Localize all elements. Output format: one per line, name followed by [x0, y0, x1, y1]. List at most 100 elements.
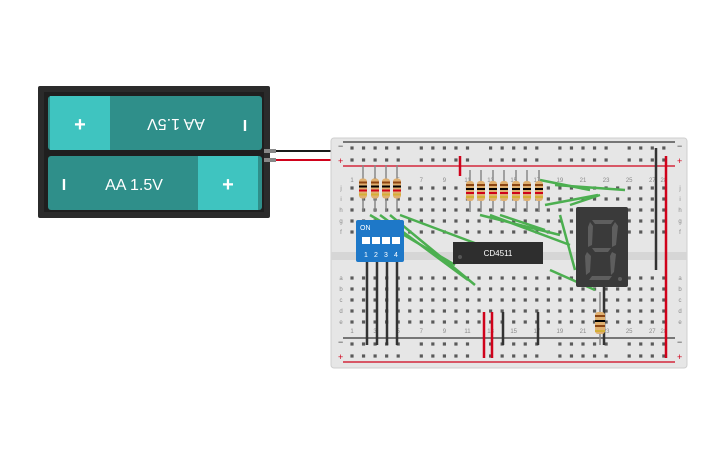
grid-hole[interactable]: [419, 298, 423, 302]
grid-hole[interactable]: [419, 197, 423, 201]
grid-hole[interactable]: [650, 320, 654, 324]
grid-hole[interactable]: [442, 186, 446, 190]
rail-hole[interactable]: [558, 146, 562, 150]
grid-hole[interactable]: [489, 276, 493, 280]
grid-hole[interactable]: [546, 320, 550, 324]
grid-hole[interactable]: [465, 208, 470, 212]
rail-hole[interactable]: [350, 146, 354, 150]
rail-hole[interactable]: [535, 146, 539, 150]
grid-hole[interactable]: [431, 208, 435, 212]
grid-hole[interactable]: [558, 208, 562, 212]
dip-toggle-1[interactable]: [362, 232, 370, 244]
grid-hole[interactable]: [604, 309, 608, 313]
rail-hole[interactable]: [592, 342, 597, 346]
resistor-right-3[interactable]: [489, 170, 497, 212]
grid-hole[interactable]: [650, 208, 654, 212]
green-wire-4[interactable]: [399, 213, 481, 247]
rail-hole[interactable]: [523, 158, 527, 162]
rail-hole[interactable]: [558, 354, 562, 358]
grid-hole[interactable]: [616, 320, 620, 324]
rail-hole[interactable]: [431, 354, 435, 358]
grid-hole[interactable]: [373, 276, 377, 280]
rail-hole[interactable]: [419, 158, 423, 162]
grid-hole[interactable]: [639, 230, 643, 234]
rail-hole[interactable]: [442, 146, 446, 150]
green-wire-7[interactable]: [499, 213, 546, 232]
rail-hole[interactable]: [662, 342, 666, 346]
grid-hole[interactable]: [535, 287, 539, 291]
grid-hole[interactable]: [558, 309, 562, 313]
rail-hole[interactable]: [442, 158, 446, 162]
rail-hole[interactable]: [627, 342, 631, 346]
grid-hole[interactable]: [650, 219, 654, 223]
grid-hole[interactable]: [616, 287, 620, 291]
grid-hole[interactable]: [546, 186, 550, 190]
rail-hole[interactable]: [604, 342, 608, 346]
grid-hole[interactable]: [419, 276, 423, 280]
rail-hole[interactable]: [489, 342, 493, 346]
grid-hole[interactable]: [512, 298, 516, 302]
rail-hole[interactable]: [535, 158, 539, 162]
rail-hole[interactable]: [592, 158, 597, 162]
rail-hole[interactable]: [465, 158, 470, 162]
rail-hole[interactable]: [489, 354, 493, 358]
rail-hole[interactable]: [373, 158, 377, 162]
grid-hole[interactable]: [650, 230, 654, 234]
rail-hole[interactable]: [373, 354, 377, 358]
grid-hole[interactable]: [662, 298, 666, 302]
grid-hole[interactable]: [408, 186, 412, 190]
rail-hole[interactable]: [569, 342, 574, 346]
rail-hole[interactable]: [500, 158, 504, 162]
grid-hole[interactable]: [604, 287, 608, 291]
green-wire-11[interactable]: [558, 214, 577, 271]
grid-hole[interactable]: [523, 309, 527, 313]
grid-hole[interactable]: [419, 208, 423, 212]
grid-hole[interactable]: [373, 309, 377, 313]
grid-hole[interactable]: [442, 287, 446, 291]
grid-hole[interactable]: [569, 230, 574, 234]
grid-hole[interactable]: [627, 208, 631, 212]
grid-hole[interactable]: [477, 309, 481, 313]
grid-hole[interactable]: [489, 230, 493, 234]
green-wire-3[interactable]: [389, 214, 476, 286]
rail-hole[interactable]: [627, 158, 631, 162]
grid-hole[interactable]: [569, 320, 574, 324]
grid-hole[interactable]: [604, 197, 608, 201]
rail-hole[interactable]: [465, 354, 470, 358]
grid-hole[interactable]: [373, 320, 377, 324]
grid-hole[interactable]: [627, 186, 631, 190]
grid-hole[interactable]: [442, 197, 446, 201]
grid-hole[interactable]: [361, 287, 366, 291]
grid-hole[interactable]: [454, 309, 458, 313]
resistor-group-right[interactable]: [466, 170, 543, 212]
grid-hole[interactable]: [535, 219, 539, 223]
grid-hole[interactable]: [489, 309, 493, 313]
dip-toggle-4[interactable]: [392, 232, 400, 244]
grid-hole[interactable]: [581, 309, 585, 313]
battery-cell-top[interactable]: + AA 1.5V I: [48, 96, 262, 150]
grid-hole[interactable]: [454, 298, 458, 302]
grid-hole[interactable]: [546, 197, 550, 201]
grid-hole[interactable]: [639, 186, 643, 190]
grid-hole[interactable]: [419, 287, 423, 291]
rail-hole[interactable]: [396, 354, 400, 358]
grid-hole[interactable]: [361, 320, 366, 324]
grid-hole[interactable]: [639, 287, 643, 291]
grid-hole[interactable]: [408, 219, 412, 223]
grid-hole[interactable]: [350, 287, 354, 291]
rail-hole[interactable]: [535, 354, 539, 358]
rail-hole[interactable]: [639, 342, 643, 346]
grid-hole[interactable]: [431, 309, 435, 313]
grid-hole[interactable]: [627, 298, 631, 302]
grid-hole[interactable]: [616, 298, 620, 302]
rail-hole[interactable]: [650, 354, 654, 358]
grid-hole[interactable]: [650, 309, 654, 313]
rail-hole[interactable]: [604, 146, 608, 150]
rail-hole[interactable]: [431, 158, 435, 162]
grid-hole[interactable]: [500, 276, 504, 280]
grid-hole[interactable]: [662, 208, 666, 212]
grid-hole[interactable]: [465, 298, 470, 302]
rail-hole[interactable]: [500, 146, 504, 150]
green-wire-10[interactable]: [554, 183, 626, 192]
grid-hole[interactable]: [477, 219, 481, 223]
